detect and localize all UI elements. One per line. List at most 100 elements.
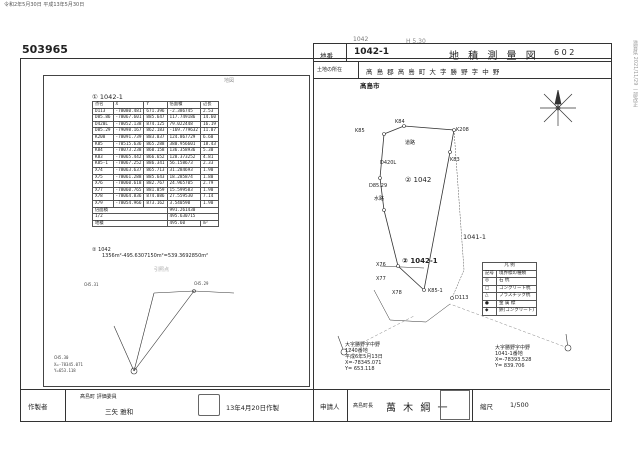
table-cell: -78060.765 bbox=[112, 186, 145, 195]
half-label: 1/2 bbox=[92, 213, 168, 221]
table-cell: X75 bbox=[92, 173, 114, 182]
table-header-row: 点名 X Y 倍面積 辺長 bbox=[92, 101, 219, 109]
svg-text:CH5.30: CH5.30 bbox=[54, 355, 69, 360]
calc-line: 1356m²-495.6307150m²=539.3692850m² bbox=[102, 253, 209, 259]
svg-text:CH5.31: CH5.31 bbox=[84, 282, 99, 287]
col-header: 倍面積 bbox=[166, 101, 201, 109]
applicant-place: 髙島町長 bbox=[353, 403, 374, 409]
table-cell: 1.90 bbox=[199, 186, 219, 195]
footer: 作製者 髙島町 評価委員 三矢 雅和 13年4月20日作製 申請人 髙島町長 萬… bbox=[20, 389, 610, 421]
table-cell: 866.652 bbox=[143, 153, 168, 162]
table-cell: 18.43 bbox=[199, 140, 219, 149]
table-cell: 885.647 bbox=[143, 114, 168, 122]
location-label: 土地の所在 bbox=[317, 67, 343, 73]
scale-value: 1/500 bbox=[510, 401, 529, 409]
point-label: K83 bbox=[450, 157, 460, 163]
legend-header: 境界標の種類 bbox=[495, 269, 538, 278]
applicant-name: 萬 木 綱 一 bbox=[386, 403, 450, 414]
town-name: 髙島市 bbox=[360, 82, 380, 90]
location-value: 髙 島 郡 髙 島 町 大 字 勝 野 字 中 野 bbox=[366, 68, 501, 76]
table-cell: 1.80 bbox=[199, 173, 219, 182]
table-cell: 11.07 bbox=[199, 127, 219, 135]
table-cell: 885.643 bbox=[143, 173, 168, 182]
col-header: Y bbox=[143, 101, 168, 109]
table-cell: 16.19 bbox=[199, 120, 219, 129]
left-panel: 地図 ① 1042-1 点名 X Y 倍面積 辺長 D113-78080.481… bbox=[43, 75, 310, 387]
area-label: 地積 bbox=[92, 219, 168, 228]
table-cell: -78067.252 bbox=[112, 160, 145, 168]
parcel-main-label: ② 1042-1 bbox=[402, 257, 438, 265]
table-cell: 3.540590 bbox=[166, 199, 201, 208]
table-cell: 27.559530 bbox=[166, 193, 201, 201]
table-cell: 886.341 bbox=[143, 160, 168, 168]
table-cell: -78060.618 bbox=[112, 180, 145, 188]
legend-row: 鋲(コンクリート) bbox=[495, 307, 538, 316]
note-left: 大字勝野字中野 1240番地 平成6年5月13日 X=-78345.071 Y=… bbox=[345, 342, 383, 372]
table-cell: 14.60 bbox=[199, 114, 219, 122]
north-arrow-icon bbox=[540, 90, 576, 126]
col-header: 点名 bbox=[92, 101, 114, 109]
note-right: 大字勝野字中野 1041-1番地 X=-78393.528 Y= 839.706 bbox=[495, 345, 532, 369]
table-cell: -78073.238 bbox=[112, 147, 145, 155]
scale-label: 縮尺 bbox=[480, 403, 493, 411]
table-cell: K208 bbox=[92, 133, 114, 142]
document-title-suffix: 6 0 2 bbox=[554, 48, 575, 57]
header-block: 地番 1042-1 1042 H 5.30 地 積 測 量 図 6 0 2 土地… bbox=[313, 36, 612, 79]
table-cell: -78052.138 bbox=[112, 120, 145, 129]
road-top-label: 道路 bbox=[405, 140, 416, 146]
table-cell: 56.158673 bbox=[166, 160, 201, 168]
table-cell: X78 bbox=[92, 193, 114, 201]
table-caption-text: 1042-1 bbox=[99, 93, 123, 101]
area-unit: m² bbox=[199, 219, 219, 228]
table-cell: 117.749186 bbox=[166, 114, 201, 122]
legend-symbol-icon: ◎ bbox=[482, 277, 497, 286]
table-cell: X74 bbox=[92, 166, 114, 175]
point-label: X76 bbox=[376, 262, 386, 268]
table-cell: -2.386745 bbox=[166, 107, 201, 116]
legend-title: 凡 例 bbox=[481, 262, 538, 271]
svg-text:Y=653.118: Y=653.118 bbox=[54, 368, 76, 373]
svg-text:X=-78345.071: X=-78345.071 bbox=[54, 362, 83, 367]
table-cell: 7.14 bbox=[199, 193, 219, 201]
maker-org: 髙島町 評価委員 bbox=[80, 394, 117, 400]
table-cell: 128.373252 bbox=[166, 153, 201, 162]
table-cell: -78067.601 bbox=[112, 114, 145, 122]
sketch-title: 引照点 bbox=[154, 267, 170, 273]
table-cell: 31.284693 bbox=[166, 166, 201, 175]
table-cell: 881.059 bbox=[143, 186, 168, 195]
legend-symbol-icon: ◆ bbox=[482, 307, 497, 316]
point-label: K208 bbox=[456, 127, 469, 133]
table-cell: -78515.636 bbox=[112, 140, 145, 149]
applicant-seal bbox=[440, 390, 470, 420]
stamp-note: 地図 bbox=[224, 78, 235, 84]
point-label: K84 bbox=[395, 119, 405, 125]
table-cell: 79.022448 bbox=[166, 120, 201, 129]
table-cell: 24.965705 bbox=[166, 180, 201, 188]
table-cell: -78080.481 bbox=[112, 107, 145, 116]
top-note: 令和2年5月30日 平成13年5月30日 bbox=[4, 2, 85, 8]
table-cell: -78091.739 bbox=[112, 133, 145, 142]
legend-row: プラスチック杭 bbox=[495, 292, 538, 301]
half-value: 495.630715 bbox=[166, 213, 219, 221]
table-cell: 380.956601 bbox=[166, 140, 201, 149]
table-cell: K84 bbox=[92, 147, 114, 155]
table-cell: K85 bbox=[92, 140, 114, 149]
legend-table: 凡 例 記号境界標の種類 ◎石 杭 □コンクリート杭 △プラスチック杭 ●金 属… bbox=[481, 262, 538, 316]
table-cell: -78054.966 bbox=[112, 199, 145, 208]
table-cell: -78063.637 bbox=[112, 166, 145, 175]
sum-row: 倍面積 991.261430 bbox=[92, 206, 219, 215]
legend-row: 金 属 標 bbox=[495, 299, 538, 308]
col-header: 辺長 bbox=[199, 101, 219, 109]
table-cell: 865.288 bbox=[143, 140, 168, 149]
parcel-circ-label: ② 1042 bbox=[405, 176, 432, 184]
applicant-label: 申請人 bbox=[320, 403, 340, 411]
